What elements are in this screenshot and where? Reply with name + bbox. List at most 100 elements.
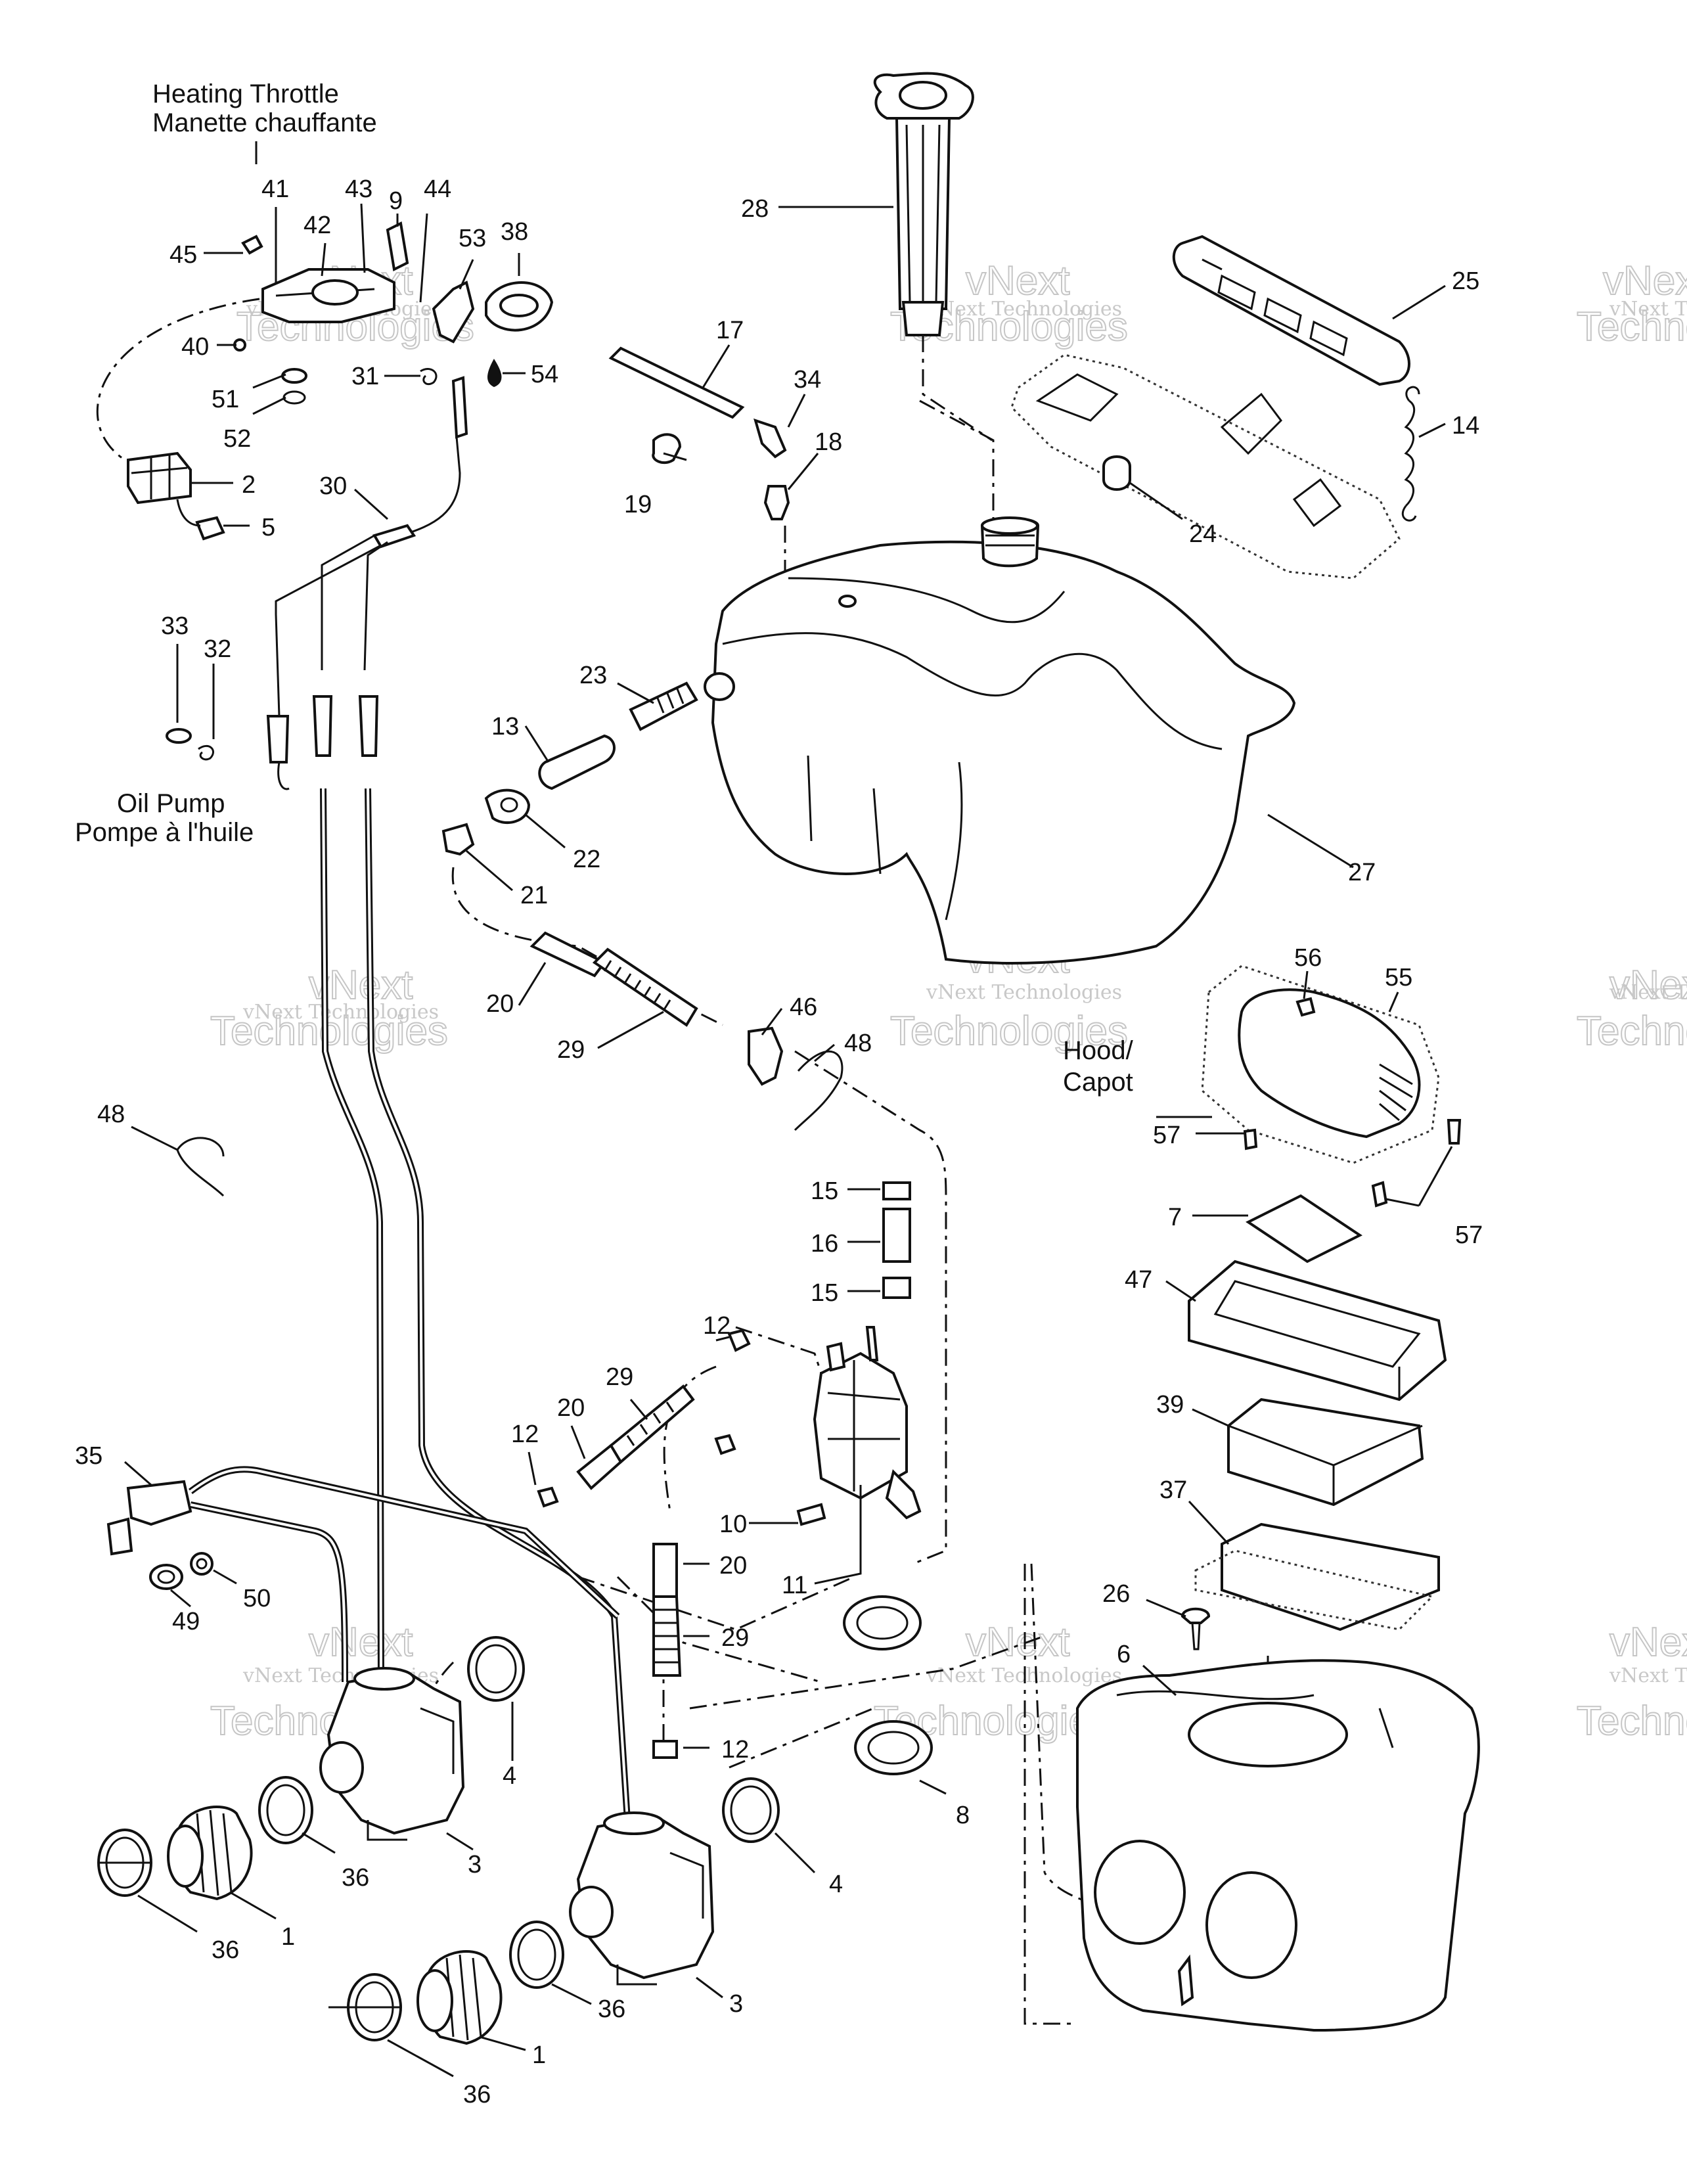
hose-29-middle bbox=[609, 1384, 695, 1465]
callout-8: 8 bbox=[956, 1802, 970, 1829]
callout-29-middle: 29 bbox=[606, 1363, 633, 1391]
callout-23: 23 bbox=[579, 662, 607, 689]
callout-12-lower: 12 bbox=[721, 1736, 749, 1763]
callout-4-upper: 4 bbox=[503, 1762, 516, 1790]
callout-19: 19 bbox=[624, 491, 652, 518]
push-pin-26 bbox=[1181, 1607, 1211, 1624]
air-box-outlet-right bbox=[1205, 1871, 1297, 1979]
spring-14 bbox=[1404, 399, 1416, 507]
captions: Heating Throttle Manette chauffante Oil … bbox=[75, 80, 1134, 1097]
callout-44: 44 bbox=[424, 175, 451, 203]
callout-2: 2 bbox=[242, 471, 256, 499]
watermark-text: vNext Technologies bbox=[242, 1001, 439, 1024]
grommet-8-lower bbox=[854, 1720, 933, 1775]
callout-12-top: 12 bbox=[703, 1312, 731, 1340]
watermark-text: Technologies bbox=[1577, 1009, 1687, 1054]
callout-53: 53 bbox=[459, 225, 486, 252]
leader-lines bbox=[124, 141, 1453, 2078]
callout-25: 25 bbox=[1452, 267, 1479, 295]
air-box-6 bbox=[1076, 1659, 1480, 2032]
callout-40: 40 bbox=[181, 333, 209, 361]
callout-17: 17 bbox=[716, 317, 744, 344]
watermark-text: vNext bbox=[1609, 1620, 1687, 1665]
callout-29-lower: 29 bbox=[721, 1624, 749, 1652]
clip-52 bbox=[282, 390, 306, 405]
watermark-text: Technologies bbox=[210, 1009, 448, 1054]
fuel-vent-assembly bbox=[608, 346, 790, 520]
callout-3-right: 3 bbox=[729, 1990, 743, 2018]
callout-57-a: 57 bbox=[1153, 1122, 1181, 1149]
gasket-7 bbox=[1246, 1194, 1362, 1263]
clip-56 bbox=[1295, 997, 1316, 1017]
callout-5: 5 bbox=[261, 514, 275, 541]
filter-plate-37 bbox=[1221, 1522, 1440, 1631]
callout-24: 24 bbox=[1189, 520, 1217, 548]
clamp-15-upper bbox=[882, 1181, 911, 1200]
callout-38: 38 bbox=[501, 218, 528, 246]
throttle-cable-assembly bbox=[166, 436, 631, 1821]
caption-heating-throttle-fr: Manette chauffante bbox=[152, 108, 377, 137]
callout-43: 43 bbox=[345, 175, 372, 203]
watermark-block: vNext Technologies vNext Technologies bbox=[210, 962, 449, 1055]
watermark-text: Technologies bbox=[890, 1009, 1128, 1054]
air-box-inlet bbox=[1188, 1702, 1348, 1767]
carb-throat-left bbox=[319, 1741, 364, 1794]
bumper-24 bbox=[1102, 455, 1131, 491]
callout-26: 26 bbox=[1102, 1580, 1130, 1608]
callout-11: 11 bbox=[782, 1572, 807, 1599]
callout-3-left: 3 bbox=[468, 1851, 482, 1878]
valve-18 bbox=[763, 485, 790, 520]
oil-drop-icon bbox=[487, 359, 502, 388]
elbow-21 bbox=[441, 823, 475, 856]
watermark-text: vNext bbox=[309, 1620, 413, 1665]
callout-56: 56 bbox=[1294, 944, 1322, 972]
grommet-22 bbox=[484, 788, 531, 825]
callout-4-lower: 4 bbox=[829, 1871, 843, 1898]
callout-32: 32 bbox=[204, 635, 231, 663]
callout-35: 35 bbox=[75, 1442, 102, 1470]
caption-oil-pump-fr: Pompe à l'huile bbox=[75, 818, 254, 847]
callout-22: 22 bbox=[573, 846, 600, 873]
clamp-12-left bbox=[537, 1486, 559, 1508]
washer-51 bbox=[281, 368, 307, 384]
tank-strap-assembly bbox=[1010, 235, 1420, 580]
callout-49: 49 bbox=[172, 1608, 200, 1635]
watermark-text: vNext Technologies bbox=[1609, 981, 1687, 1004]
watermark-text: vNext Technologies bbox=[926, 298, 1122, 321]
callout-21: 21 bbox=[520, 882, 548, 909]
hose-20-lower bbox=[652, 1543, 678, 1598]
callout-20-upper: 20 bbox=[486, 990, 514, 1018]
filter-16 bbox=[882, 1208, 911, 1263]
carb-cable-end bbox=[358, 695, 379, 757]
clamp-12-lower bbox=[652, 1740, 678, 1759]
callout-50: 50 bbox=[243, 1585, 271, 1612]
connector-2 bbox=[127, 451, 192, 505]
callout-1-upper: 1 bbox=[281, 1923, 295, 1951]
callout-54: 54 bbox=[531, 361, 558, 388]
watermark-text: Technologies bbox=[1577, 1698, 1687, 1744]
callout-20-lower: 20 bbox=[719, 1552, 747, 1580]
elbow-34 bbox=[754, 418, 787, 459]
callout-14: 14 bbox=[1452, 412, 1479, 440]
oil-pump-cable-end bbox=[266, 715, 290, 763]
callout-46: 46 bbox=[790, 993, 817, 1021]
watermark-text: vNext Technologies bbox=[1609, 298, 1687, 321]
callout-42: 42 bbox=[304, 212, 331, 239]
callout-13: 13 bbox=[491, 713, 519, 740]
tank-bracket bbox=[1010, 353, 1401, 580]
clamp-12-top bbox=[727, 1329, 751, 1352]
tank-outlet bbox=[704, 672, 735, 701]
callout-55: 55 bbox=[1385, 964, 1412, 991]
tank-body bbox=[711, 540, 1296, 965]
callout-36-b: 36 bbox=[212, 1936, 239, 1964]
vent-hose-17 bbox=[608, 346, 745, 419]
callout-33: 33 bbox=[161, 612, 189, 640]
caption-oil-pump: Oil Pump bbox=[117, 789, 225, 818]
washer-33 bbox=[166, 728, 192, 744]
clamp-48-spare bbox=[176, 1137, 225, 1197]
callout-36-a: 36 bbox=[342, 1864, 369, 1892]
air-box-outlet-left bbox=[1094, 1840, 1186, 1945]
watermark-block: vNext Technologies vNext Technologies bbox=[1576, 1619, 1687, 1744]
callout-48-spare: 48 bbox=[97, 1101, 125, 1128]
callout-31: 31 bbox=[351, 363, 379, 390]
